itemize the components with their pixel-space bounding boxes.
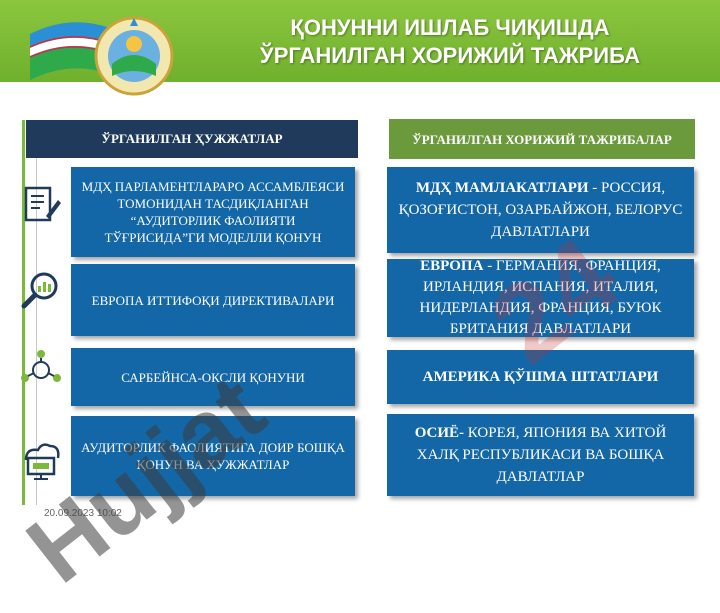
foreign-experience-header: ЎРГАНИЛГАН ХОРИЖИЙ ТАЖРИБАЛАР: [389, 119, 695, 159]
experience-item-3: АМЕРИКА ҚЎШМА ШТАТЛАРИ: [387, 350, 694, 404]
experience-item-4-bold: ОСИЁ-: [414, 425, 465, 441]
studied-documents-header: ЎРГАНИЛГАН ҲУЖЖАТЛАР: [26, 120, 358, 158]
slide-date: 20.09.2023 10:02: [44, 508, 122, 519]
header-banner: ҚОНУННИ ИШЛАБ ЧИҚИШДА ЎРГАНИЛГАН ХОРИЖИЙ…: [0, 0, 720, 96]
experience-item-1-bold: МДҲ МАМЛАКАТЛАРИ: [415, 180, 589, 196]
document-item-2: ЕВРОПА ИТТИФОҚИ ДИРЕКТИВАЛАРИ: [71, 264, 355, 336]
title-line-1: ҚОНУННИ ИШЛАБ ЧИҚИШДА: [290, 15, 610, 40]
experience-item-3-bold: АМЕРИКА ҚЎШМА ШТАТЛАРИ: [422, 369, 659, 385]
experience-item-2-bold: ЕВРОПА: [420, 258, 484, 274]
document-item-3: САРБЕЙНСА-ОКСЛИ ҚОНУНИ: [71, 348, 355, 406]
experience-item-1-rest: - РОССИЯ, ҚОЗОҒИСТОН, ОЗАРБАЙЖОН, БЕЛОРУ…: [398, 180, 683, 240]
document-item-4: АУДИТОРЛИК ФАОЛИЯТИГА ДОИР БОШҚА ҚОНУН В…: [71, 416, 355, 496]
title-line-2: ЎРГАНИЛГАН ХОРИЖИЙ ТАЖРИБА: [260, 43, 640, 68]
state-emblem-flag-icon: [30, 16, 174, 96]
magnifier-chart-icon: [21, 272, 58, 309]
left-accent-bar: [22, 120, 25, 505]
cloud-monitor-icon: [24, 443, 60, 480]
page-title: ҚОНУННИ ИШЛАБ ЧИҚИШДА ЎРГАНИЛГАН ХОРИЖИЙ…: [200, 14, 700, 70]
people-network-icon: [21, 350, 61, 382]
experience-item-4-rest: КОРЕЯ, ЯПОНИЯ ВА ХИТОЙ ХАЛҚ РЕСПУБЛИКАСИ…: [416, 425, 667, 485]
experience-item-2: ЕВРОПА - ГЕРМАНИЯ, ФРАНЦИЯ, ИРЛАНДИЯ, ИС…: [387, 258, 694, 337]
left-divider-line: [36, 120, 37, 505]
experience-item-4: ОСИЁ- КОРЕЯ, ЯПОНИЯ ВА ХИТОЙ ХАЛҚ РЕСПУБ…: [387, 414, 694, 496]
experience-item-1: МДҲ МАМЛАКАТЛАРИ - РОССИЯ, ҚОЗОҒИСТОН, О…: [387, 167, 694, 253]
experience-item-2-rest: - ГЕРМАНИЯ, ФРАНЦИЯ, ИРЛАНДИЯ, ИСПАНИЯ, …: [419, 258, 662, 337]
document-edit-icon: [24, 186, 61, 222]
document-item-1: МДҲ ПАРЛАМЕНТЛАРАРО АССАМБЛЕЯСИ ТОМОНИДА…: [71, 167, 355, 257]
